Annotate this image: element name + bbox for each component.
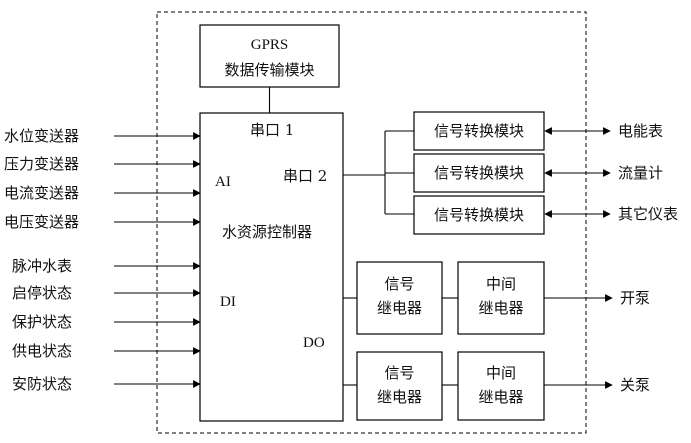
ai-input-label: 水位变送器 bbox=[4, 127, 79, 145]
intermediate-relay-line2: 继电器 bbox=[478, 388, 523, 406]
serial-2-bus bbox=[343, 130, 414, 215]
controller-title: 水资源控制器 bbox=[222, 223, 312, 241]
signal-relay: 信号 继电器 bbox=[356, 261, 443, 335]
gprs-subtitle: 数据传输模块 bbox=[224, 61, 314, 79]
converter-label: 信号转换模块 bbox=[434, 164, 524, 182]
signal-relay: 信号 继电器 bbox=[356, 351, 443, 421]
converter-target-label: 流量计 bbox=[618, 164, 663, 182]
pump-output-label: 开泵 bbox=[620, 289, 650, 307]
intermediate-relay-line1: 中间 bbox=[486, 275, 516, 293]
pump-output-label: 关泵 bbox=[620, 376, 650, 394]
di-label: DI bbox=[220, 294, 236, 310]
di-input-label: 保护状态 bbox=[12, 313, 72, 331]
di-input-label: 脉冲水表 bbox=[12, 257, 72, 275]
ai-input-list: 水位变送器 压力变送器 电流变送器 电压变送器 bbox=[4, 127, 201, 231]
di-input-label: 安防状态 bbox=[12, 375, 72, 393]
signal-relay-line1: 信号 bbox=[384, 275, 414, 293]
converter-target-label: 其它仪表 bbox=[618, 205, 678, 223]
intermediate-relay: 中间 继电器 bbox=[457, 351, 545, 421]
di-input-label: 供电状态 bbox=[12, 342, 72, 360]
converter-module: 信号转换模块 bbox=[413, 195, 545, 235]
ai-input-label: 电压变送器 bbox=[4, 213, 79, 231]
converter-label: 信号转换模块 bbox=[434, 206, 524, 224]
intermediate-relay-line1: 中间 bbox=[486, 364, 516, 382]
converter-module: 信号转换模块 bbox=[413, 153, 545, 193]
ai-input-label: 压力变送器 bbox=[4, 155, 79, 173]
gprs-module: GPRS 数据传输模块 bbox=[199, 24, 340, 88]
intermediate-relay-line2: 继电器 bbox=[478, 299, 523, 317]
di-input-list: 脉冲水表 启停状态 保护状态 供电状态 安防状态 bbox=[12, 257, 201, 393]
converter-module: 信号转换模块 bbox=[413, 111, 545, 151]
serial-port-2-label: 串口 2 bbox=[283, 167, 327, 185]
ai-input-label: 电流变送器 bbox=[4, 184, 79, 202]
converter-label: 信号转换模块 bbox=[434, 122, 524, 140]
intermediate-relay: 中间 继电器 bbox=[457, 261, 545, 335]
signal-relay-line1: 信号 bbox=[384, 364, 414, 382]
ai-label: AI bbox=[215, 174, 231, 190]
serial-port-1-label: 串口 1 bbox=[250, 121, 294, 139]
signal-relay-line2: 继电器 bbox=[377, 388, 422, 406]
controller-block: 串口 1 串口 2 AI 水资源控制器 DI DO bbox=[199, 112, 344, 422]
converter-target-label: 电能表 bbox=[618, 122, 663, 140]
di-input-label: 启停状态 bbox=[12, 284, 72, 302]
signal-relay-line2: 继电器 bbox=[377, 299, 422, 317]
gprs-title: GPRS bbox=[251, 37, 289, 53]
system-boundary bbox=[156, 11, 587, 434]
do-label: DO bbox=[303, 335, 325, 351]
